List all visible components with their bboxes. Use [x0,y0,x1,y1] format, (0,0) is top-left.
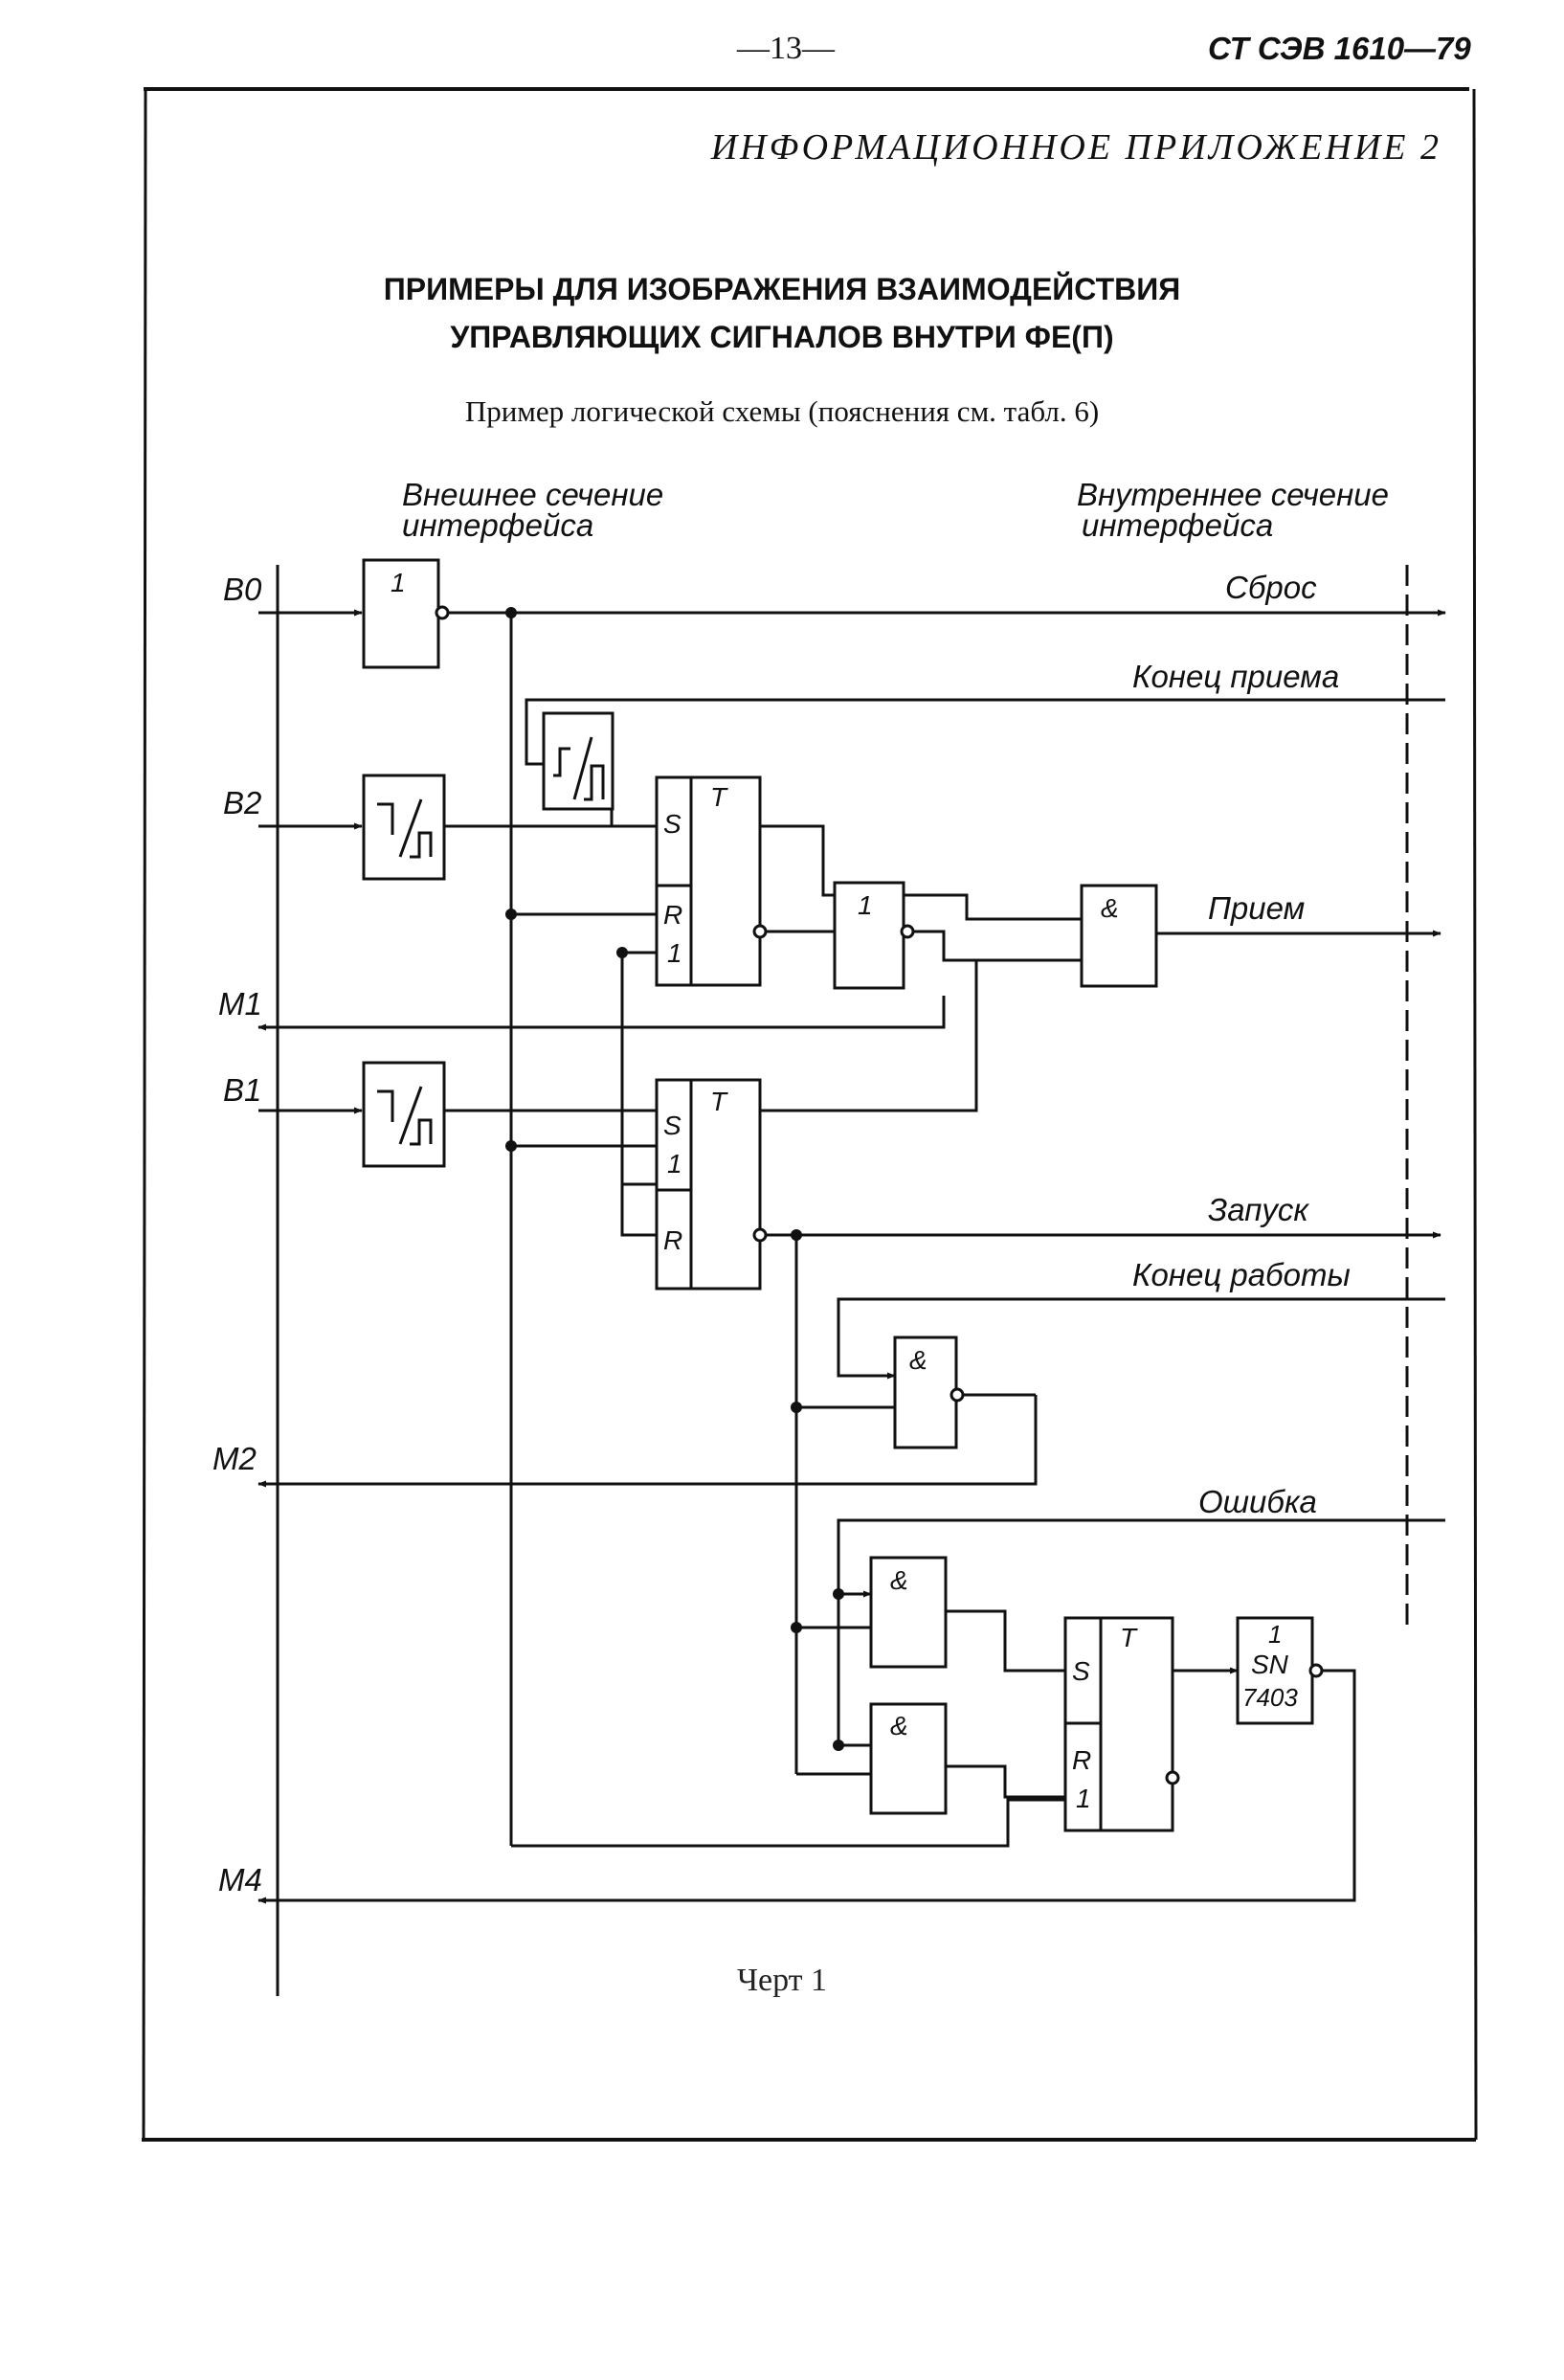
pulse-shaper-b1 [362,1061,446,1168]
gate-and-error-2: & [869,1702,948,1815]
gate-and-end-work: & [893,1336,965,1449]
svg-text:7403: 7403 [1242,1683,1298,1712]
svg-text:T: T [710,782,728,812]
page-frame [142,87,1478,2142]
signal-label-b0: B0 [223,572,262,607]
external-section-label-1: Внешнее сечение [402,477,663,512]
signal-label-b1: B1 [223,1072,261,1108]
gate-not-receive: 1 [833,881,915,990]
signal-label-error: Ошибка [1198,1484,1317,1519]
signal-label-m4: M4 [218,1862,262,1897]
appendix-label: ИНФОРМАЦИОННОЕ ПРИЛОЖЕНИЕ 2 [710,127,1441,168]
title-line-1: ПРИМЕРЫ ДЛЯ ИЗОБРАЖЕНИЯ ВЗАИМОДЕЙСТВИЯ [383,272,1181,306]
svg-text:S: S [663,1111,681,1140]
gate-sn7403: 1 SN 7403 [1236,1616,1324,1725]
signal-label-m1: M1 [218,986,262,1022]
svg-text:&: & [1101,893,1119,923]
svg-text:SN: SN [1251,1650,1289,1679]
signal-label-m2: M2 [212,1441,257,1476]
gate-and-error-1: & [869,1556,948,1669]
svg-text:T: T [1120,1623,1138,1652]
svg-text:S: S [663,809,681,839]
signal-label-start: Запуск [1208,1192,1309,1227]
svg-text:1: 1 [667,1149,682,1179]
standard-code: СТ СЭВ 1610—79 [1208,31,1471,66]
internal-section-label-2: интерфейса [1082,507,1273,543]
svg-text:R: R [663,900,682,930]
gate-and-receive: & [1080,884,1158,988]
svg-text:S: S [1072,1656,1090,1686]
signal-label-receive: Прием [1208,890,1305,926]
svg-text:&: & [909,1345,927,1375]
gate-not-b0: 1 [362,558,450,669]
svg-text:1: 1 [391,568,406,597]
svg-text:&: & [890,1711,908,1740]
subtitle: Пример логической схемы (пояснения см. т… [464,394,1100,428]
svg-text:1: 1 [1268,1620,1282,1649]
title-line-2: УПРАВЛЯЮЩИХ СИГНАЛОВ ВНУТРИ ФЕ(П) [450,320,1114,354]
flipflop-error: T S R 1 [1063,1616,1180,1832]
signal-label-end-receive: Конец приема [1132,659,1339,694]
junction-dots [505,607,844,1751]
flipflop-start: T S 1 R [655,1078,768,1291]
flipflop-receive: T S R 1 [655,775,768,987]
svg-text:R: R [1072,1745,1091,1775]
signal-label-reset: Сброс [1225,570,1317,605]
signal-label-end-work: Конец работы [1132,1257,1351,1292]
page-number: —13— [737,31,835,66]
svg-text:R: R [663,1225,682,1255]
svg-text:T: T [710,1087,728,1116]
pulse-shaper-end-receive [542,711,614,811]
svg-text:1: 1 [1076,1784,1091,1813]
signal-label-b2: B2 [223,785,261,820]
svg-text:&: & [890,1565,908,1595]
external-section-label-2: интерфейса [402,507,593,543]
svg-text:1: 1 [858,890,873,920]
figure-caption: Черт 1 [736,1963,828,1998]
internal-section-label-1: Внутреннее сечение [1077,477,1389,512]
svg-text:1: 1 [667,938,682,968]
wires [257,609,1446,1904]
pulse-shaper-b2 [362,774,446,881]
